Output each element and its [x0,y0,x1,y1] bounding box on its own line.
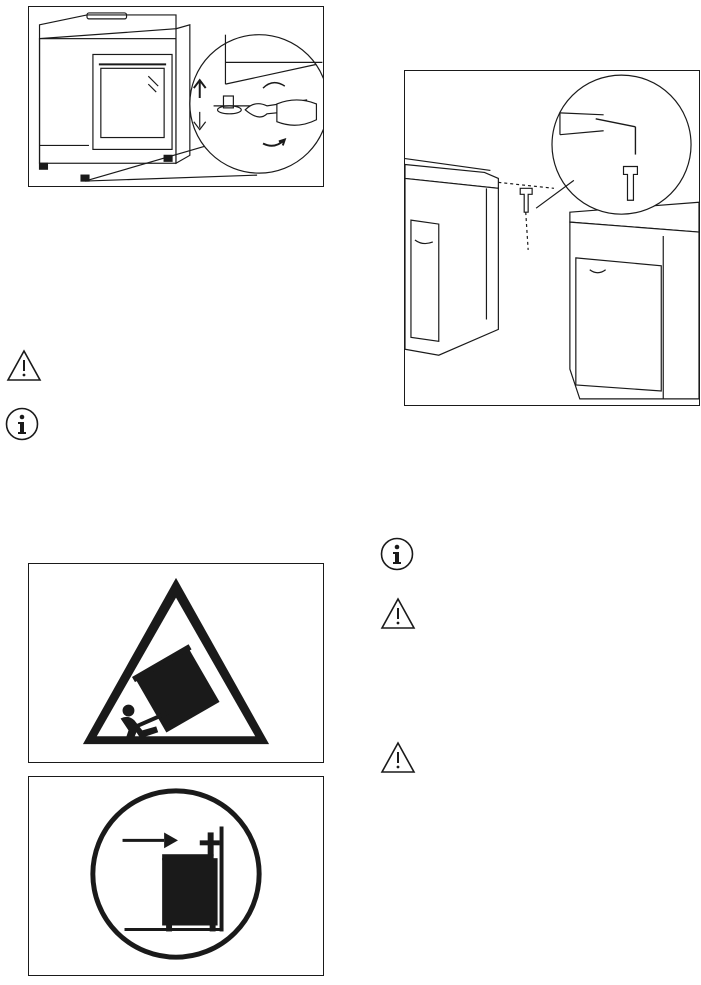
anti-tilt-sign-figure [28,776,324,976]
info-icon [5,407,39,441]
cooker-feet-figure [28,6,324,187]
tip-over-warning-triangle [29,564,323,762]
warning-triangle-icon [380,597,416,630]
anti-tilt-bracket-cabinet-illustration [405,71,699,405]
cooker-leveling-feet-illustration [29,7,323,186]
info-icon [380,537,414,571]
anti-tilt-bracket-circle-sign [29,777,323,975]
anti-tilt-bracket-figure [404,70,700,406]
warning-triangle-icon [380,741,416,774]
tip-over-hazard-figure [28,563,324,763]
warning-triangle-icon [6,349,42,382]
